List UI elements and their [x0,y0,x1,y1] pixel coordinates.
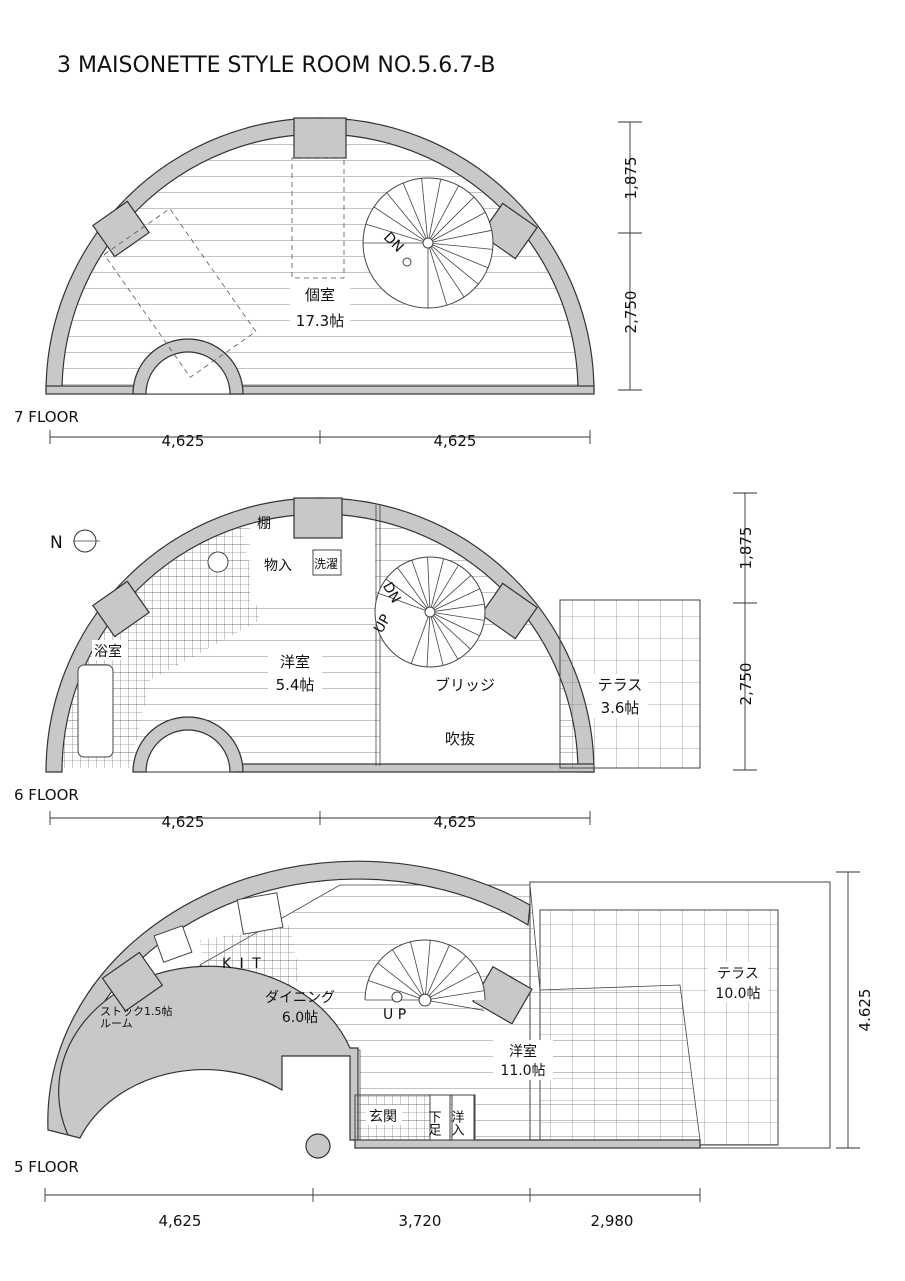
north-label: N [50,533,63,553]
dim-v-1: 4.625 [856,989,874,1032]
stair-tread [429,971,479,999]
floor-label: 7 FLOOR [14,408,79,426]
spiral-stair [362,177,494,309]
kitchen-label: K I T [222,956,263,972]
dim-h-2: 4,625 [434,813,477,831]
stair-tread [428,955,467,997]
stair-tread [386,192,426,240]
stair-tread [373,206,425,241]
stair-tread [433,574,472,609]
dim-v-1: 1,875 [737,527,755,570]
stair-tread [368,980,421,999]
western-room-size: 5.4帖 [276,676,315,694]
stair-tread [377,962,422,998]
page-title: 3 MAISONETTE STYLE ROOM NO.5.6.7-B [57,53,496,78]
stair-tread [431,196,475,240]
stair-tread [426,945,450,996]
stair-tread [432,229,492,243]
stair-up-label: U P [383,1007,406,1023]
stock-room-label-2: ルーム [100,1017,133,1030]
shelf-label: 棚 [257,516,271,532]
stair-tread [427,557,431,608]
bath-label: 浴室 [94,643,122,660]
dim-h-1: 4,625 [162,432,205,450]
floor-label: 6 FLOOR [14,786,79,804]
stair-tread [430,558,445,608]
stair-tread [432,616,459,660]
western-room-name: 洋室 [509,1043,537,1060]
dim-h-2: 4,625 [434,432,477,450]
closet-label: 洋入 [449,1110,465,1136]
spiral-stair [364,939,486,1011]
stair-tread [430,616,444,666]
stair-tread [365,223,424,242]
dim-h-2: 3,720 [399,1212,442,1230]
dim-h-1: 4,625 [162,813,205,831]
room-name: 個室 [305,286,335,304]
stair-tread [410,616,429,664]
stair-tread [432,244,489,269]
stair-tread [402,182,427,239]
dining-size: 6.0帖 [282,1010,318,1026]
stair-tread [421,178,428,239]
floor-label: 5 FLOOR [14,1158,79,1176]
floor-6-plan: N 棚 物入 洗濯 浴室 洋室 5.4帖 DN UP ブリッジ 吹抜 テラス 3… [14,492,757,831]
dining-name: ダイニング [265,990,335,1006]
stair-tread [428,179,442,239]
stair-tread [434,588,481,611]
stair-tread [432,564,459,608]
void-label: 吹抜 [445,730,475,748]
floor-7-plan: DN 個室 17.3帖 7 FLOOR 1,875 2,750 4,625 4,… [14,117,642,450]
stair-tread [434,612,485,621]
stair-tread [430,246,465,298]
dim-v-2: 2,750 [622,291,640,334]
stock-room-label: ストック1.5帖 [100,1005,173,1018]
stair-tread [429,990,485,1000]
dim-h-3: 2,980 [591,1212,634,1230]
western-room-name: 洋室 [280,653,310,671]
stair-tread [397,567,428,609]
terrace-size: 10.0帖 [715,986,760,1002]
entrance-label: 玄関 [369,1108,397,1125]
stair-tread [431,245,479,285]
stair-tread [430,185,459,239]
dim-h-1: 4,625 [159,1212,202,1230]
stair-tread [391,949,423,997]
terrace-name: テラス [598,676,643,694]
shoe-storage-label: 下足 [426,1110,442,1137]
stair-tread [434,603,485,612]
room-size: 17.3帖 [296,312,344,330]
stair-tread [410,941,425,996]
stair-tread [411,559,429,608]
stair-tread [432,243,493,250]
stair-tread [425,940,431,996]
bridge-label: ブリッジ [435,676,495,694]
dim-v-2: 2,750 [737,663,755,706]
stair-tread [433,615,471,650]
stair-tread [429,1000,485,1011]
stair-tread [426,616,431,667]
dim-v-1: 1,875 [622,157,640,200]
stair-tread [429,247,448,306]
terrace-size: 3.6帖 [601,699,640,717]
storage-label: 物入 [264,558,292,574]
stair-tread [378,592,426,611]
western-room-size: 11.0帖 [500,1063,545,1079]
terrace-name: テラス [717,966,759,982]
stair-tread [385,578,427,610]
stair-tread [434,613,480,637]
floor-5-plan: K I T ダイニング 6.0帖 ストック1.5帖 ルーム U P 洋室 11.… [14,860,874,1230]
spiral-stair [374,556,486,668]
stair-tread [432,212,486,241]
laundry-label: 洗濯 [314,557,338,571]
